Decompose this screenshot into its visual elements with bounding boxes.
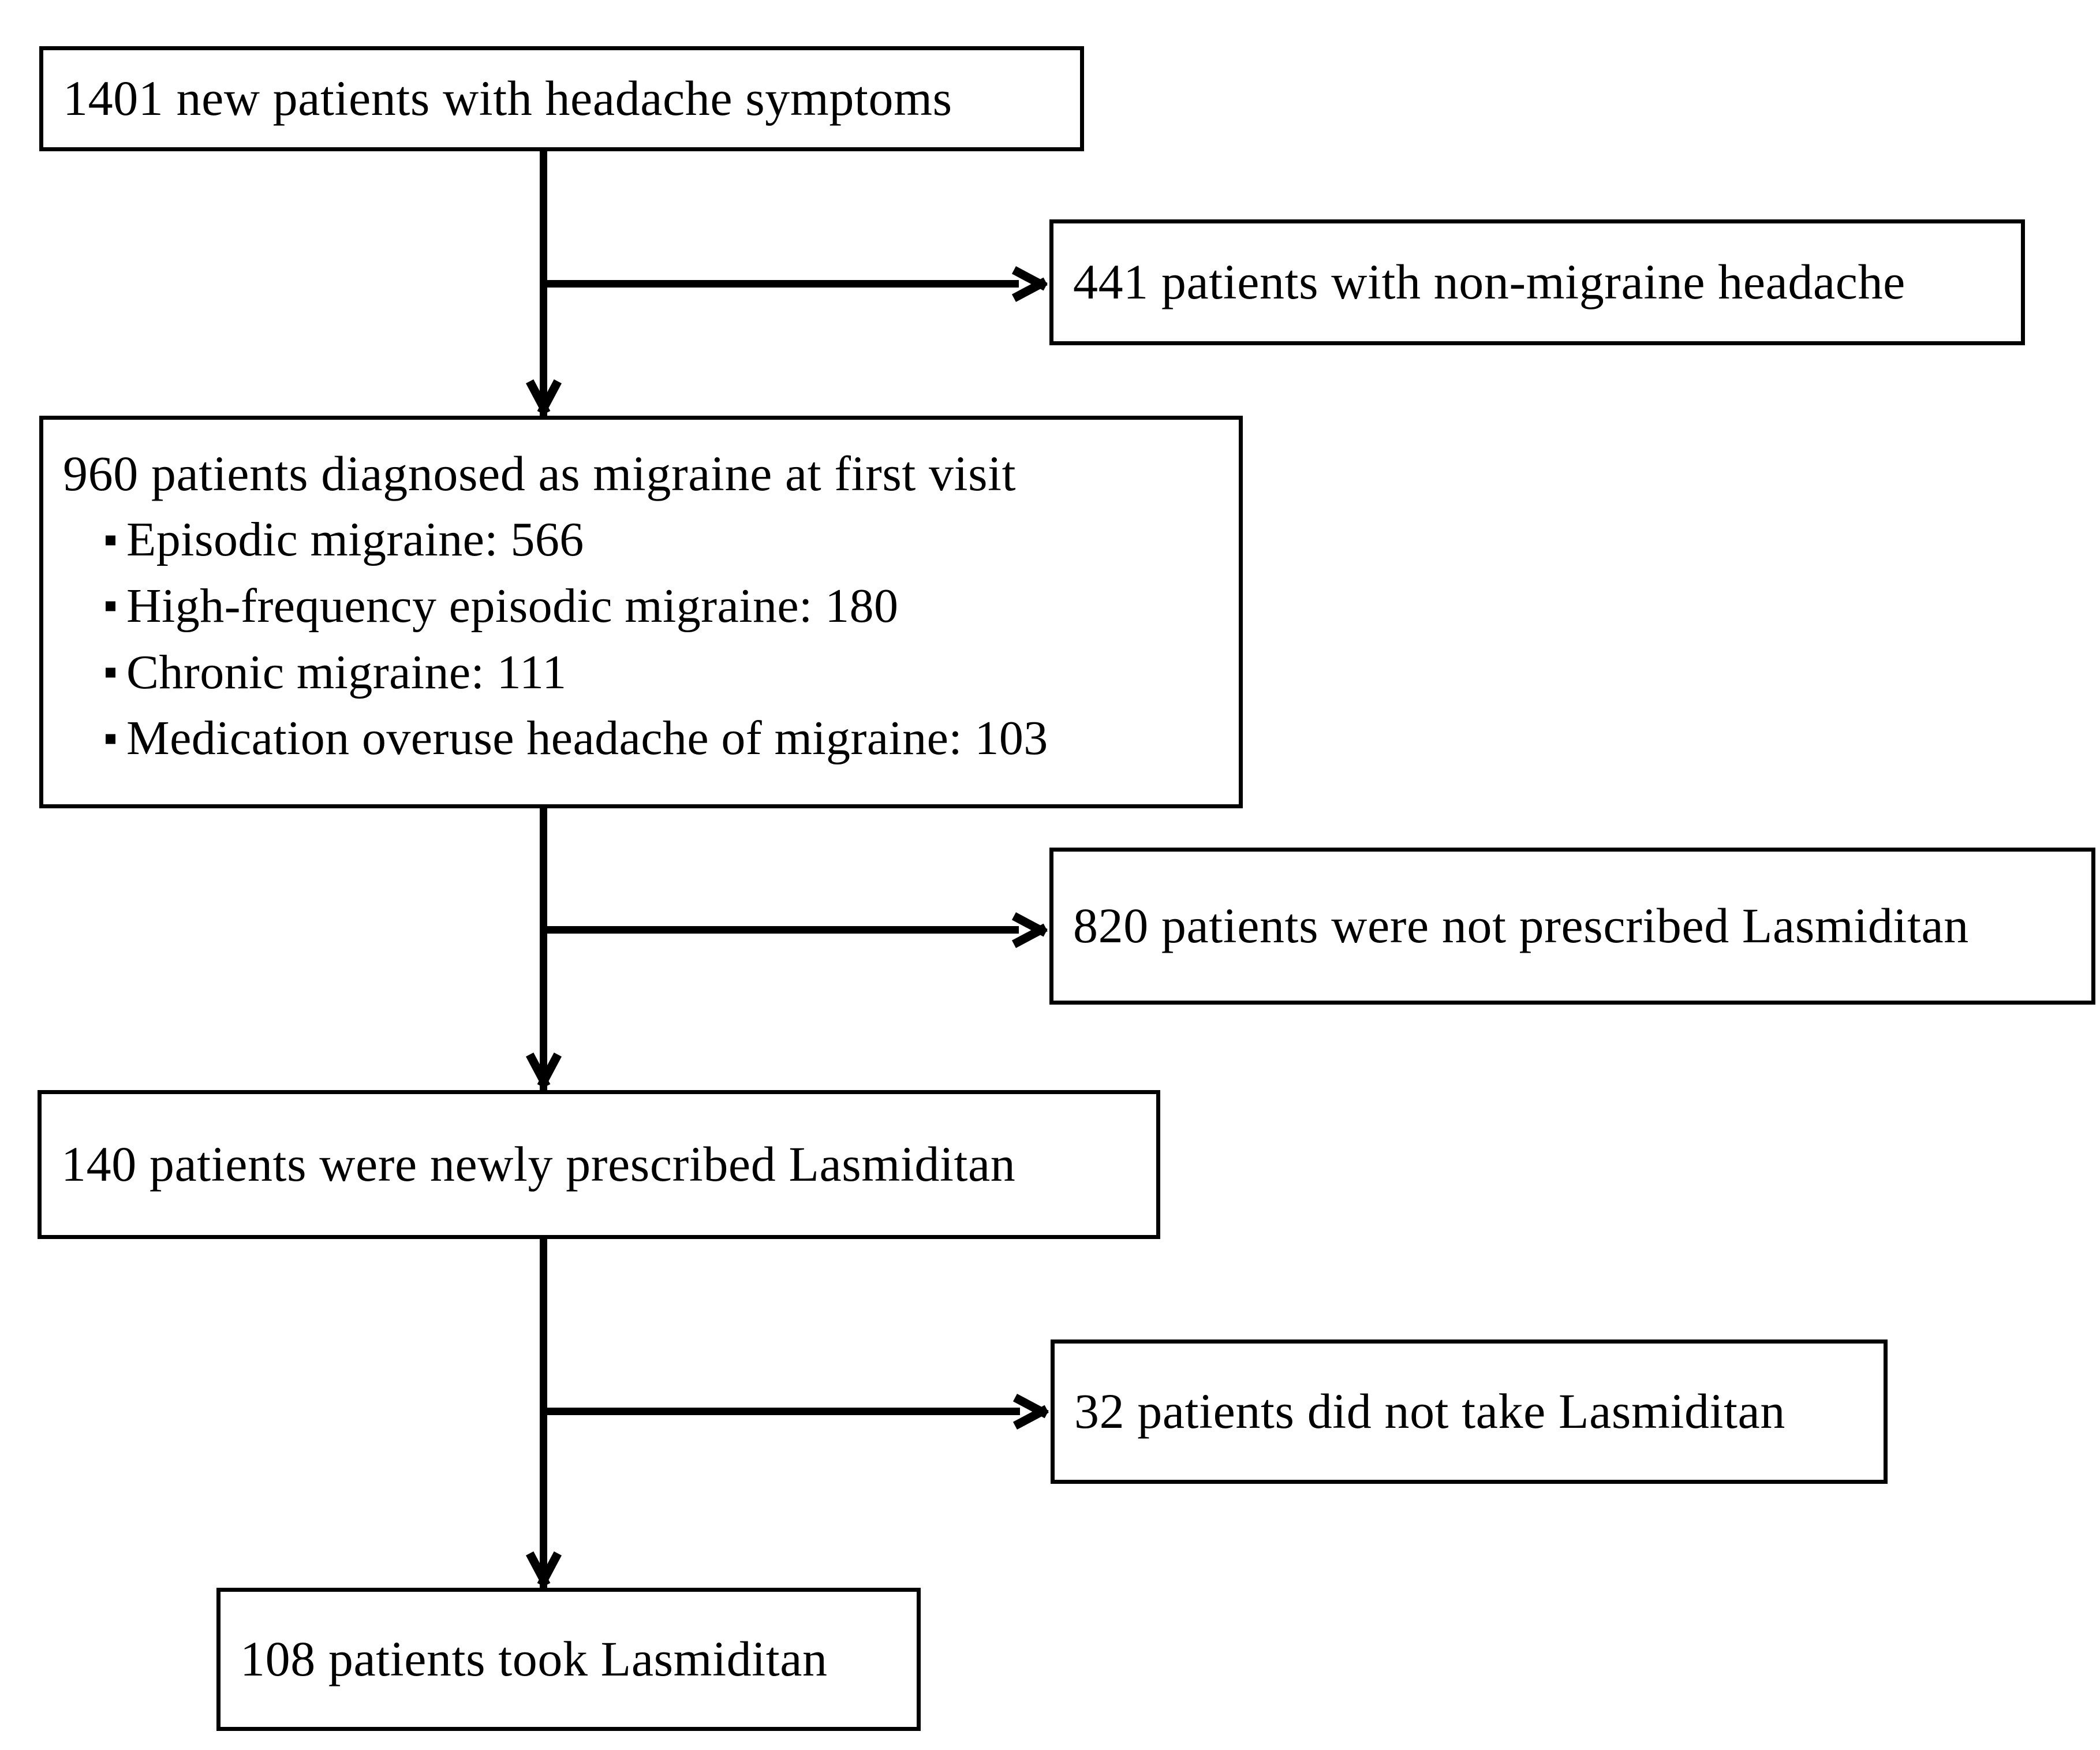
connector-migraine-to-prescribed bbox=[540, 808, 547, 1095]
node-not-prescribed-label: 820 patients were not prescribed Lasmidi… bbox=[1073, 898, 1969, 954]
list-item: Medication overuse headache of migraine:… bbox=[63, 712, 1221, 765]
square-bullet-icon bbox=[106, 601, 115, 611]
list-item: Episodic migraine: 566 bbox=[63, 513, 1221, 567]
arrowhead-right-to-not-prescribed bbox=[1016, 909, 1048, 952]
connector-prescribed-to-took bbox=[540, 1239, 547, 1596]
node-non-migraine: 441 patients with non-migraine headache bbox=[1049, 219, 2025, 345]
list-item-label: Episodic migraine: 566 bbox=[126, 513, 584, 567]
arrowhead-down-to-migraine bbox=[522, 383, 565, 416]
list-item-label: Medication overuse headache of migraine:… bbox=[126, 711, 1048, 766]
node-took-lasmiditan: 108 patients took Lasmiditan bbox=[216, 1588, 921, 1731]
connector-enrolled-to-non-migraine bbox=[540, 280, 1019, 288]
node-non-migraine-label: 441 patients with non-migraine headache bbox=[1073, 254, 1905, 310]
node-migraine-diagnosed: 960 patients diagnosed as migraine at fi… bbox=[39, 416, 1243, 808]
square-bullet-icon bbox=[106, 535, 115, 546]
list-item-label: High-frequency episodic migraine: 180 bbox=[126, 579, 899, 633]
square-bullet-icon bbox=[106, 667, 115, 678]
migraine-subtype-list: Episodic migraine: 566 High-frequency ep… bbox=[63, 500, 1221, 765]
arrowhead-right-to-non-migraine bbox=[1016, 263, 1048, 305]
list-item: Chronic migraine: 111 bbox=[63, 645, 1221, 699]
node-enrolled: 1401 new patients with headache symptoms bbox=[39, 46, 1084, 151]
node-did-not-take: 32 patients did not take Lasmiditan bbox=[1051, 1339, 1888, 1484]
connector-migraine-to-not-prescribed bbox=[540, 926, 1019, 934]
arrowhead-down-to-prescribed bbox=[522, 1057, 565, 1089]
node-newly-prescribed: 140 patients were newly prescribed Lasmi… bbox=[38, 1090, 1160, 1239]
square-bullet-icon bbox=[106, 734, 115, 744]
node-migraine-diagnosed-label: 960 patients diagnosed as migraine at fi… bbox=[63, 446, 1017, 501]
node-newly-prescribed-label: 140 patients were newly prescribed Lasmi… bbox=[61, 1136, 1016, 1192]
connector-prescribed-to-did-not-take bbox=[540, 1408, 1020, 1415]
node-did-not-take-label: 32 patients did not take Lasmiditan bbox=[1074, 1383, 1785, 1439]
node-not-prescribed: 820 patients were not prescribed Lasmidi… bbox=[1049, 848, 2095, 1005]
list-item-label: Chronic migraine: 111 bbox=[126, 645, 567, 699]
node-enrolled-label: 1401 new patients with headache symptoms bbox=[63, 70, 952, 126]
node-took-lasmiditan-label: 108 patients took Lasmiditan bbox=[240, 1631, 828, 1687]
arrowhead-down-to-took bbox=[522, 1555, 565, 1588]
list-item: High-frequency episodic migraine: 180 bbox=[63, 580, 1221, 633]
arrowhead-right-to-did-not-take bbox=[1017, 1390, 1049, 1433]
